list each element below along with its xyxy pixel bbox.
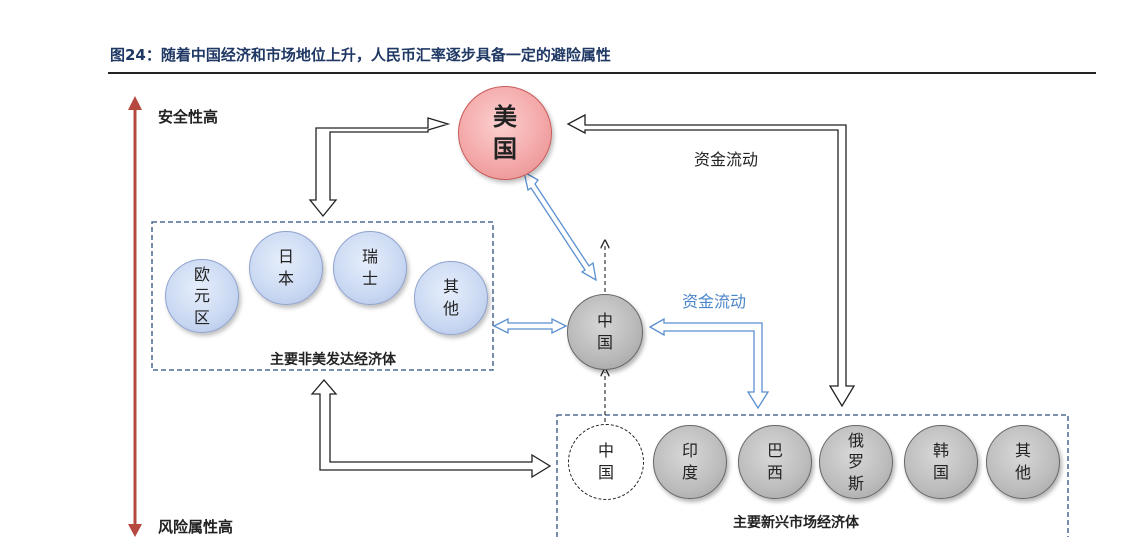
emerging-node-russia: 俄 罗 斯 [819,425,893,499]
developed-group-label: 主要非美发达经济体 [270,352,396,368]
figure-title: 图24：随着中国经济和市场地位上升，人民币汇率逐步具备一定的避险属性 [110,46,611,64]
emerging-group-label: 主要新兴市场经济体 [733,515,859,531]
arrow-developed-china [492,317,568,335]
emerging-china-ghost-label: 中 国 [597,441,614,482]
black-flow-label: 资金流动 [694,150,759,169]
arrow-developed-usa [308,117,451,218]
developed-node-switzerland: 瑞 士 [333,231,407,305]
developed-node-japan: 日 本 [249,231,323,305]
arrow-usa-china [523,170,597,282]
arrow-emerging-usa [566,113,856,408]
emerging-node-label: 巴 西 [766,441,783,482]
china-node: 中 国 [567,294,643,370]
china-label: 中 国 [596,311,613,352]
developed-node-label: 欧 元 区 [193,264,210,327]
developed-node-eurozone: 欧 元 区 [165,259,239,333]
emerging-node-label: 韩 国 [932,441,949,482]
usa-node: 美 国 [458,86,552,180]
emerging-group-box [556,414,1069,537]
usa-label: 美 国 [493,101,517,163]
emerging-node-other: 其 他 [986,425,1060,499]
axis-bottom-label: 风险属性高 [158,518,234,536]
emerging-node-label: 印 度 [681,441,698,482]
axis-top-label: 安全性高 [158,108,219,126]
developed-node-other: 其 他 [414,261,488,335]
emerging-china-ghost-node: 中 国 [568,424,644,500]
arrow-developed-emerging [310,379,552,479]
emerging-node-india: 印 度 [653,425,727,499]
risk-axis-top-head [128,96,142,110]
emerging-node-label: 其 他 [1014,441,1031,482]
title-divider [108,72,1096,74]
developed-group-box [151,221,494,371]
blue-flow-label: 资金流动 [682,292,747,311]
developed-node-label: 其 他 [442,277,459,318]
emerging-node-label: 俄 罗 斯 [847,430,864,493]
developed-node-label: 瑞 士 [361,247,378,288]
risk-axis-bottom-head [128,524,142,537]
emerging-node-korea: 韩 国 [904,425,978,499]
emerging-node-brazil: 巴 西 [738,425,812,499]
arrow-china-emerging [648,317,770,410]
developed-node-label: 日 本 [277,247,294,288]
